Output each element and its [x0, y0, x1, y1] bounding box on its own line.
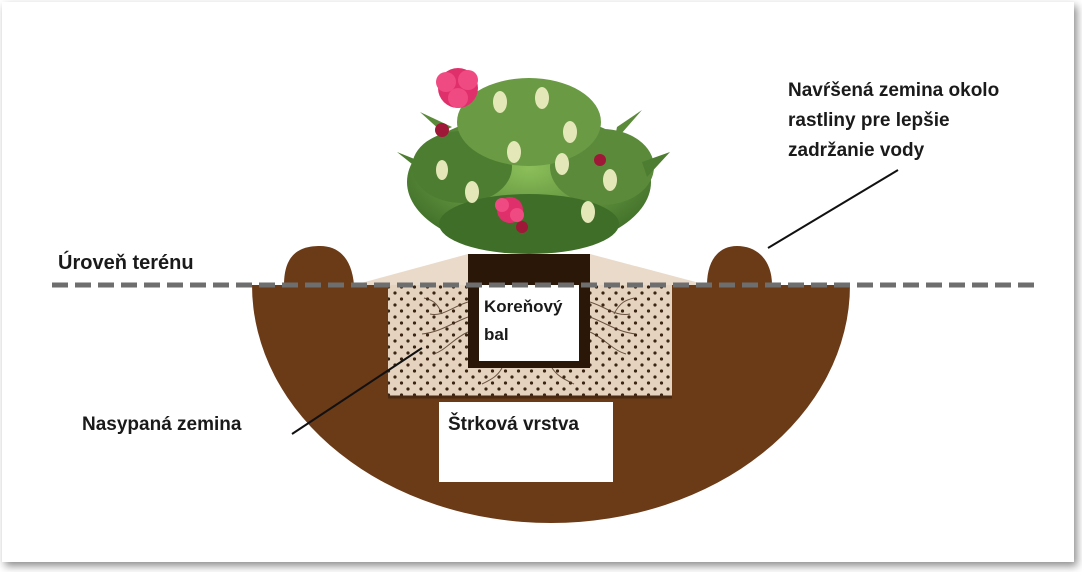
- mound-label-line-3: zadržanie vody: [788, 140, 925, 161]
- plant: [397, 68, 670, 254]
- mound-label-line-1: Navŕšená zemina okolo: [788, 80, 999, 101]
- root-ball-label-line-1: Koreňový: [484, 297, 563, 316]
- diagram-frame: Úroveň terénu Navŕšená zemina okolo rast…: [2, 2, 1074, 562]
- ground-level-label: Úroveň terénu: [58, 250, 194, 274]
- gravel-label: Štrková vrstva: [448, 413, 579, 435]
- flower: [436, 68, 478, 108]
- right-mound: [707, 246, 772, 285]
- mound-label-line-2: rastliny pre lepšie: [788, 110, 950, 131]
- mound-pointer: [768, 170, 898, 248]
- root-ball-label-line-2: bal: [484, 325, 509, 344]
- backfill-label: Nasypaná zemina: [82, 414, 242, 435]
- left-mound: [284, 246, 354, 285]
- planting-diagram: Úroveň terénu Navŕšená zemina okolo rast…: [2, 2, 1074, 562]
